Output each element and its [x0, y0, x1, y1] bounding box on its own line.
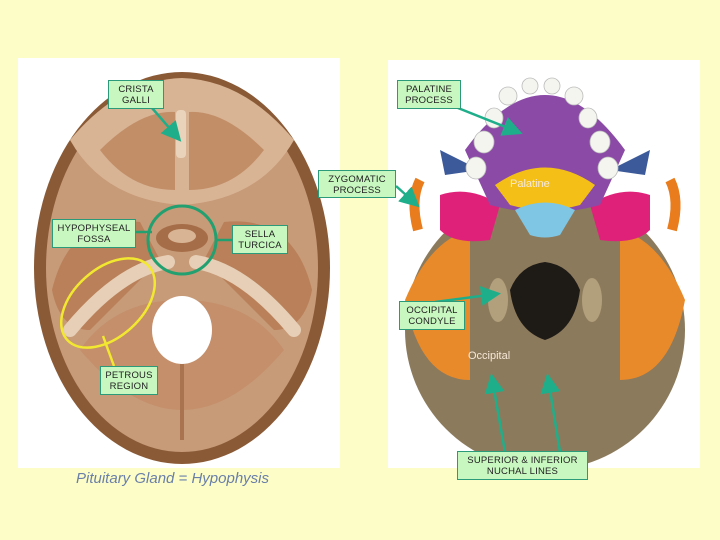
cranial-base-drawing — [34, 72, 330, 464]
palatine-bone-tag: Palatine — [510, 178, 550, 190]
nuchal-lines-label: SUPERIOR & INFERIOR NUCHAL LINES — [457, 451, 588, 480]
sella-turcica-label: SELLA TURCICA — [232, 225, 288, 254]
petrous-connector — [101, 335, 116, 367]
hypophyseal-fossa-label: HYPOPHYSEAL FOSSA — [52, 219, 136, 248]
palatine-process-label: PALATINE PROCESS — [397, 80, 461, 109]
zygomatic-process-label: ZYGOMATIC PROCESS — [318, 170, 396, 198]
skull-inferior-drawing — [405, 77, 685, 470]
occipital-condyle-label: OCCIPITAL CONDYLE — [399, 301, 465, 330]
pituitary-caption: Pituitary Gland = Hypophysis — [76, 470, 270, 487]
pointer-arrows — [151, 106, 562, 453]
petrous-region-highlight-ellipse — [59, 257, 157, 349]
crista-galli-label: CRISTA GALLI — [108, 80, 164, 109]
petrous-region-label: PETROUS REGION — [100, 366, 158, 395]
occipital-bone-tag: Occipital — [468, 350, 511, 362]
